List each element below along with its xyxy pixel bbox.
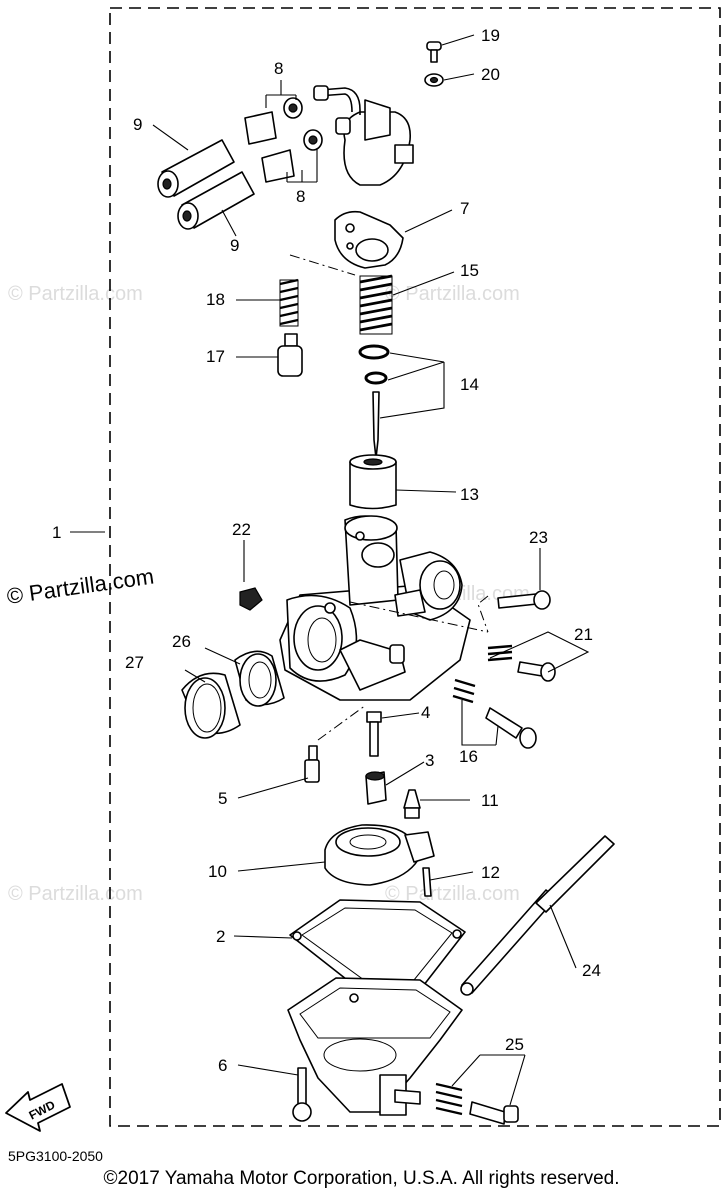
callout-13: 13 [460,485,479,504]
callout-21: 21 [574,625,593,644]
callout-labels: 1 2 3 4 5 6 7 8 8 9 9 10 11 12 13 14 15 … [52,26,601,1075]
part-starter-plunger-cover [313,85,414,186]
callout-15: 15 [460,261,479,280]
callout-17: 17 [206,347,225,366]
part-22-nut [239,587,263,611]
part-27-ring [181,672,241,739]
part-8-nut [261,129,323,183]
part-14-clip [358,344,390,385]
callout-25: 25 [505,1035,524,1054]
part-18-spring [279,278,299,327]
part-20-washer [424,73,444,87]
callout-24: 24 [582,961,601,980]
callout-6: 6 [218,1056,227,1075]
part-9-cap [177,171,255,230]
watermark-prominent: © Partzilla.com [5,564,155,609]
part-7-gasket [334,210,404,269]
assembly-frame [109,7,721,1127]
callout-16: 16 [459,747,478,766]
callout-9a: 9 [133,115,142,134]
part-12-pin [422,867,432,897]
part-6-screw [292,1067,312,1122]
part-17-plunger [277,333,303,377]
part-11-valve-seat [403,789,421,819]
part-8-nut [244,97,303,145]
callout-4: 4 [421,703,430,722]
callout-8b: 8 [296,187,305,206]
callout-8a: 8 [274,59,283,78]
watermark: © Partzilla.com [385,283,520,305]
diagram-code: 5PG3100-2050 [8,1148,103,1164]
part-3-main-jet [365,771,387,805]
callout-2: 2 [216,927,225,946]
part-16-screw [485,707,537,749]
callout-7: 7 [460,199,469,218]
callout-23: 23 [529,528,548,547]
callout-9b: 9 [230,236,239,255]
callout-18: 18 [206,290,225,309]
part-24-hose [460,835,615,996]
callout-12: 12 [481,863,500,882]
callout-22: 22 [232,520,251,539]
part-4-needle-jet [366,711,382,757]
part-19-screw [426,41,442,63]
part-25-spring [435,1082,463,1116]
part-float-chamber [287,977,463,1116]
callout-3: 3 [425,751,434,770]
callout-10: 10 [208,862,227,881]
part-15-spring [359,274,393,335]
watermark: © Partzilla.com [385,883,520,905]
callout-19: 19 [481,26,500,45]
part-26-ring [234,650,285,707]
part-25-screw [469,1101,519,1125]
callout-20: 20 [481,65,500,84]
part-2-gasket [289,899,466,991]
watermark: © Partzilla.com [8,283,143,305]
callout-5: 5 [218,789,227,808]
part-10-float [324,824,435,886]
part-14-needle [372,391,380,459]
part-23-screw [497,590,551,610]
part-16-spring [452,678,476,704]
watermark: © Partzilla.com [8,883,143,905]
callout-26: 26 [172,632,191,651]
part-5-pilot-jet [304,745,320,783]
callout-11: 11 [481,791,499,810]
callout-1: 1 [52,523,61,542]
fwd-arrow: FWD [5,1083,71,1132]
copyright-notice: ©2017 Yamaha Motor Corporation, U.S.A. A… [103,1168,620,1189]
leader-lines [70,34,590,1106]
part-13-throttle-valve [349,454,397,510]
alignment-lines [289,254,489,741]
part-9-cap [157,139,235,198]
callout-27: 27 [125,653,144,672]
callout-14: 14 [460,375,479,394]
part-1-carburetor-body [279,515,471,701]
